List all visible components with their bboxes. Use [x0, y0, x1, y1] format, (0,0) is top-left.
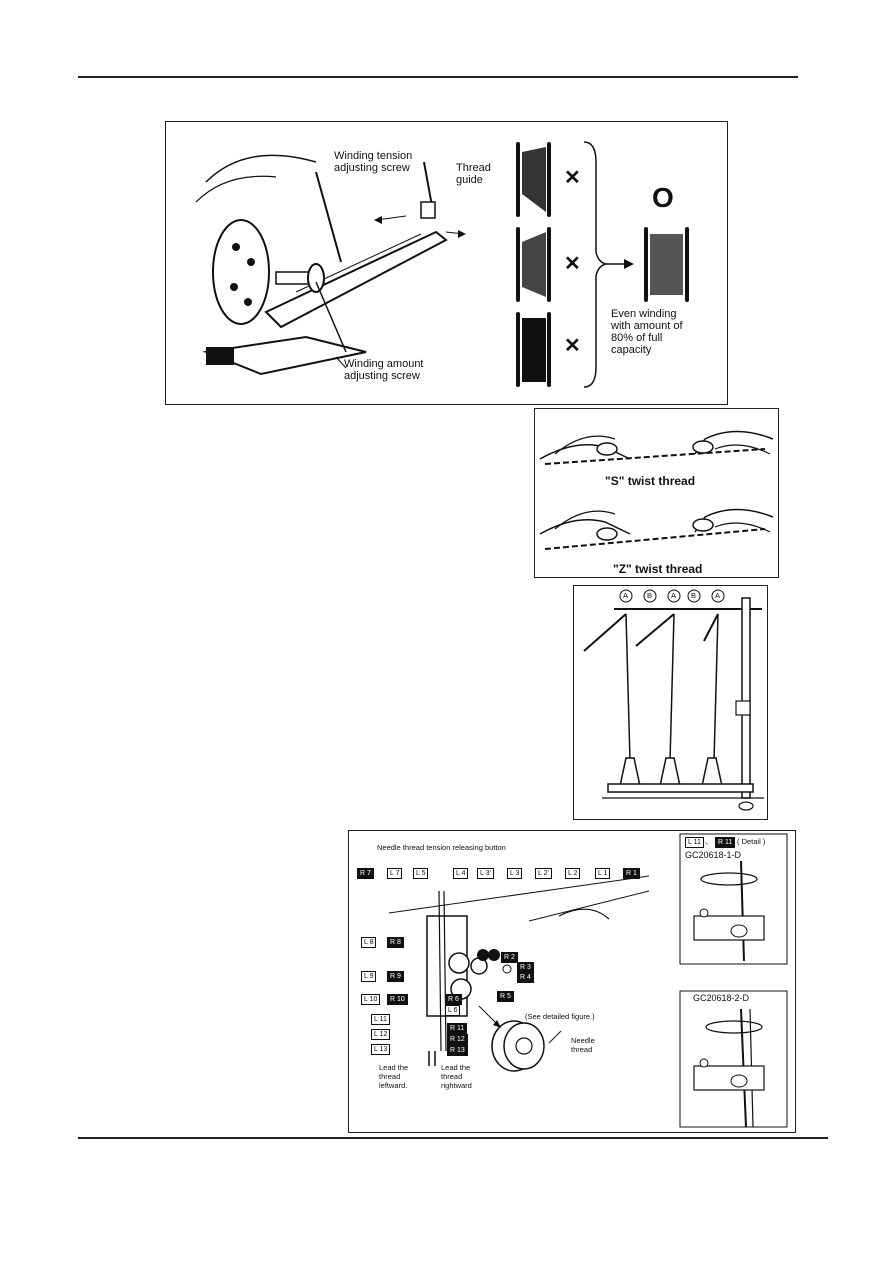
detail-tag-r11: R 11 — [715, 837, 736, 848]
needle-thread-label: Needle thread — [571, 1036, 595, 1054]
good-mark: O — [652, 182, 674, 213]
tag-r11: R 11 — [447, 1023, 468, 1034]
footer-rule — [78, 1137, 828, 1139]
tag-l8: L 8 — [361, 937, 377, 948]
threading-illustration — [388, 833, 788, 1128]
tag-l2p: L 2' — [535, 868, 552, 879]
tag-r8: R 8 — [387, 937, 404, 948]
tag-l13: L 13 — [371, 1044, 391, 1055]
thread-guide-label: Thread guide — [456, 162, 491, 186]
twist-thread-figure: "S" twist thread "Z" twist thread — [534, 408, 779, 578]
tag-l11: L 11 — [371, 1014, 390, 1025]
bad-mark-3: ✕ — [564, 335, 581, 357]
tag-l10: L 10 — [361, 994, 381, 1005]
bad-mark-1: ✕ — [564, 167, 581, 189]
tag-l6: L 6 — [445, 1005, 461, 1016]
bad-mark-2: ✕ — [564, 253, 581, 275]
tag-r6: R 6 — [445, 994, 462, 1005]
amount-screw-label: Winding amount adjusting screw — [344, 358, 424, 382]
tag-l3p: L 3' — [477, 868, 494, 879]
tag-l1: L 1 — [595, 868, 611, 879]
tag-r10: R 10 — [387, 994, 408, 1005]
guide-b-1: B — [647, 591, 653, 600]
z-twist-label: "Z" twist thread — [613, 562, 703, 576]
tag-r9: R 9 — [387, 971, 404, 982]
guide-a-1: A — [623, 591, 629, 600]
thread-stand-illustration — [583, 589, 764, 811]
tension-screw-label: Winding tension adjusting screw — [334, 150, 413, 174]
tag-r4: R 4 — [517, 972, 534, 983]
tag-l5: L 5 — [413, 868, 429, 879]
winding-note: Even winding with amount of 80% of full … — [611, 308, 683, 356]
tag-r13: R 13 — [447, 1045, 468, 1056]
thread-stand-figure: A B A B A — [573, 585, 768, 820]
tag-l4: L 4 — [453, 868, 469, 879]
guide-a-2: A — [671, 591, 677, 600]
tag-r1: R 1 — [623, 868, 640, 879]
detail-tag-l11: L 11 — [685, 837, 704, 848]
threading-figure: Needle thread tension releasing button R… — [348, 830, 796, 1133]
tag-r5: R 5 — [497, 991, 514, 1002]
detail-code-1: GC20618-1-D — [685, 850, 742, 860]
see-detail-label: (See detailed figure.) — [525, 1012, 595, 1021]
tag-l2: L 2 — [565, 868, 581, 879]
header-rule — [78, 76, 798, 78]
tag-r2: R 2 — [501, 952, 518, 963]
tag-l9: L 9 — [361, 971, 377, 982]
tag-l3: L 3 — [507, 868, 523, 879]
twist-thread-illustration — [539, 430, 774, 550]
tag-l12: L 12 — [371, 1029, 391, 1040]
lead-right-label: Lead the thread rightward — [441, 1063, 472, 1090]
bobbin-winder-figure: Winding tension adjusting screw Thread g… — [165, 121, 728, 405]
bobbin-winder-illustration — [195, 141, 689, 388]
s-twist-label: "S" twist thread — [605, 474, 696, 488]
detail-word: ( Detail ) — [737, 837, 766, 846]
guide-b-2: B — [691, 591, 697, 600]
detail-code-2: GC20618-2-D — [693, 993, 750, 1003]
tag-r12: R 12 — [447, 1034, 468, 1045]
detail-separator: 、 — [705, 837, 713, 846]
tension-release-title: Needle thread tension releasing button — [377, 843, 506, 852]
tag-r7: R 7 — [357, 868, 374, 879]
guide-a-3: A — [715, 591, 721, 600]
lead-left-label: Lead the thread leftward. — [379, 1063, 409, 1090]
tag-l7: L 7 — [387, 868, 403, 879]
